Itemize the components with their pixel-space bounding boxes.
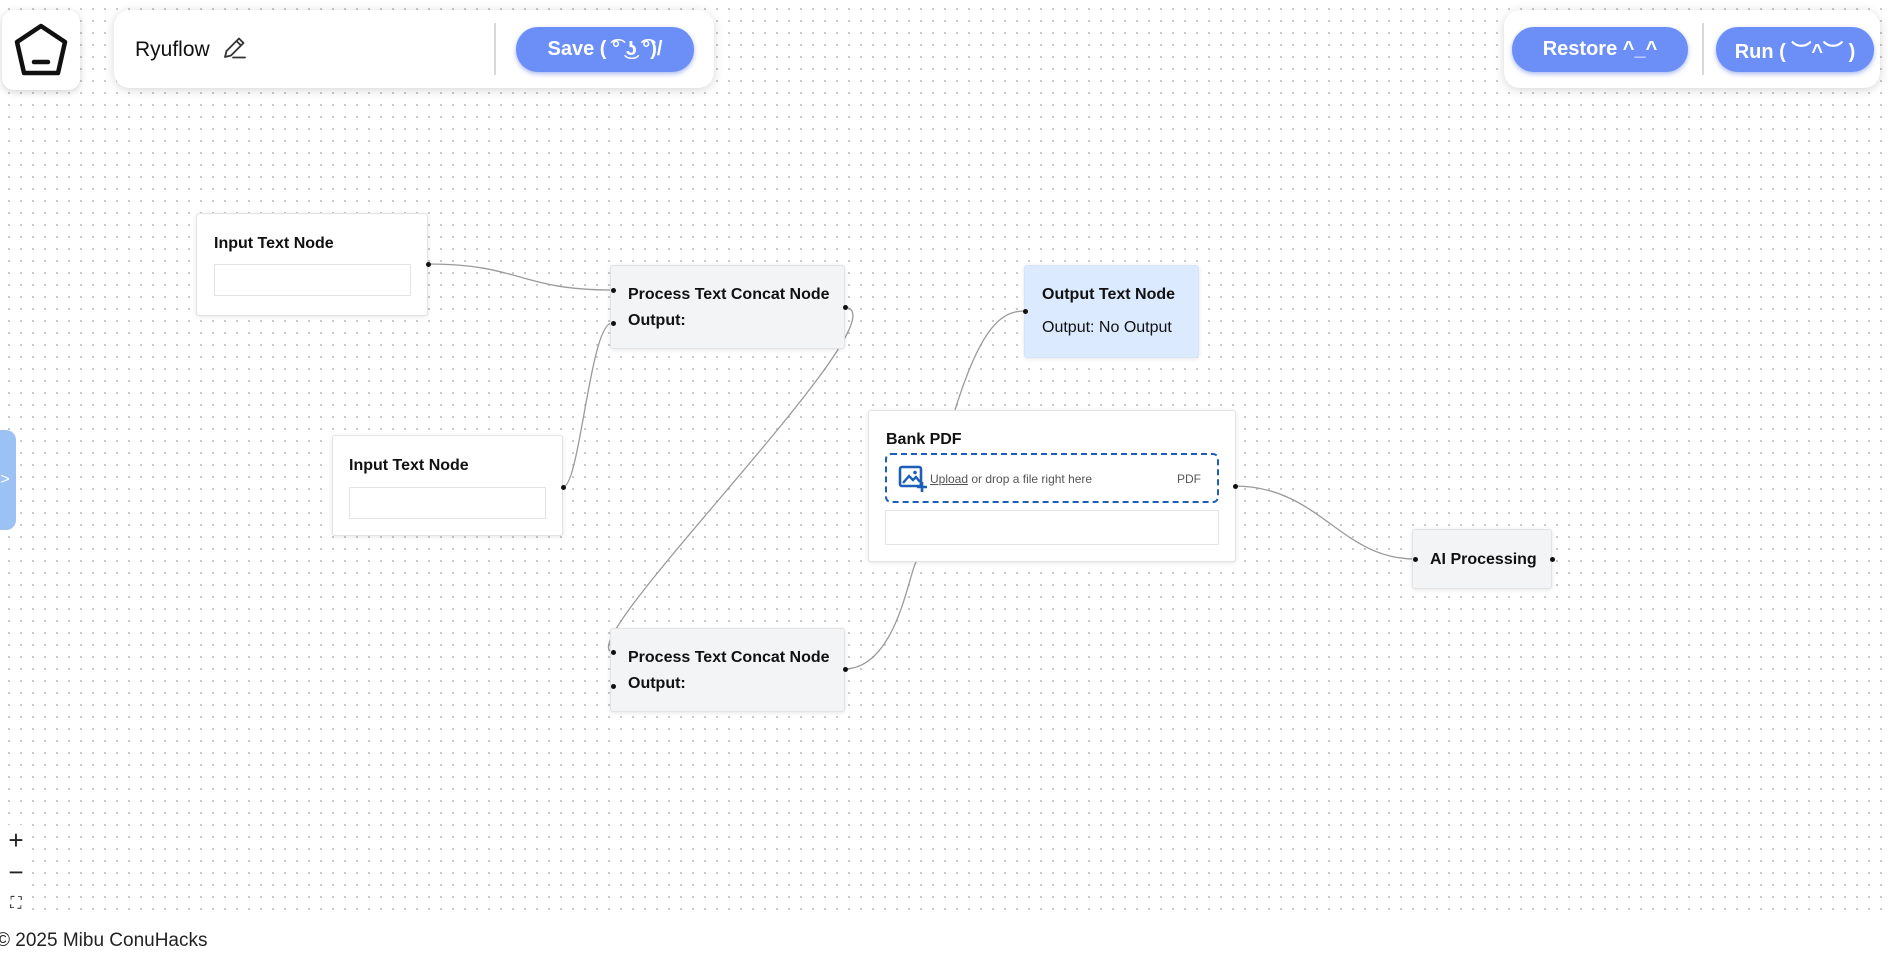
- flow-canvas[interactable]: Input Text Node Input Text Node Process …: [0, 0, 1888, 910]
- input-text-node-2[interactable]: Input Text Node: [332, 435, 563, 536]
- edge-concat2-to-bankpdf: [843, 559, 919, 670]
- output-value: Output: No Output: [1042, 319, 1172, 336]
- upload-link[interactable]: Upload: [930, 472, 969, 486]
- home-icon: [14, 23, 68, 76]
- footer-copyright: © 2025 Mibu ConuHacks: [0, 930, 208, 951]
- concat-node-2[interactable]: Process Text Concat Node Output:: [610, 628, 845, 712]
- source-handle[interactable]: [1232, 483, 1238, 489]
- output-label: Output:: [628, 312, 686, 329]
- source-handle[interactable]: [560, 484, 566, 490]
- sidebar-toggle-label: >: [0, 471, 10, 488]
- node-title: Input Text Node: [349, 457, 469, 474]
- file-dropzone[interactable]: Upload or drop a file right here PDF: [885, 453, 1219, 503]
- restore-button[interactable]: Restore ^_^: [1512, 27, 1688, 72]
- text-input[interactable]: [349, 487, 546, 519]
- target-handle[interactable]: [610, 649, 616, 655]
- edge-bankpdf-to-outputtext: [954, 310, 1025, 411]
- dropzone-hint-text: or drop a file right here: [968, 472, 1093, 486]
- toolbar-divider: [1702, 23, 1704, 75]
- output-text-node[interactable]: Output Text Node Output: No Output: [1024, 265, 1199, 358]
- text-input[interactable]: [214, 264, 411, 296]
- target-handle[interactable]: [610, 287, 616, 293]
- bank-pdf-node[interactable]: Bank PDF Upload or drop a file right her…: [868, 410, 1236, 562]
- node-title: Bank PDF: [886, 431, 962, 448]
- input-text-node-1[interactable]: Input Text Node: [196, 213, 428, 316]
- fit-view-button[interactable]: ⛶: [0, 889, 32, 919]
- sidebar-toggle-button[interactable]: >: [0, 430, 16, 530]
- dropzone-hint: Upload or drop a file right here: [930, 472, 1092, 486]
- run-toolbar: Restore ^_^ Run ( ︶^︶ ): [1504, 10, 1880, 88]
- toolbar-divider: [494, 23, 496, 75]
- source-handle[interactable]: [842, 304, 848, 310]
- run-button[interactable]: Run ( ︶^︶ ): [1716, 27, 1874, 72]
- node-title: AI Processing: [1430, 551, 1537, 568]
- pencil-icon[interactable]: [220, 34, 248, 62]
- node-title: Process Text Concat Node: [628, 286, 830, 303]
- source-handle[interactable]: [842, 666, 848, 672]
- edge-input2-to-concat1: [562, 322, 613, 488]
- concat-node-1[interactable]: Process Text Concat Node Output:: [610, 265, 845, 349]
- target-handle[interactable]: [610, 320, 616, 326]
- flow-name[interactable]: Ryuflow: [135, 38, 210, 61]
- image-upload-icon: [898, 465, 927, 492]
- edge-bankpdf-to-ai: [1233, 485, 1416, 560]
- edge-input1-to-concat1: [427, 263, 613, 291]
- save-button[interactable]: Save ( ͡° ͜ʖ ͡°)/: [516, 27, 694, 72]
- target-handle[interactable]: [1022, 308, 1028, 314]
- node-title: Input Text Node: [214, 235, 334, 252]
- target-handle[interactable]: [610, 683, 616, 689]
- edge-concat1-to-concat2: [608, 306, 854, 653]
- zoom-out-button[interactable]: −: [0, 857, 32, 887]
- file-type-label: PDF: [1177, 472, 1201, 486]
- target-handle[interactable]: [1412, 556, 1418, 562]
- node-title: Process Text Concat Node: [628, 649, 830, 666]
- node-title: Output Text Node: [1042, 286, 1176, 303]
- zoom-in-button[interactable]: +: [0, 825, 32, 855]
- pdf-value-field[interactable]: [885, 510, 1219, 545]
- ai-processing-node[interactable]: AI Processing: [1412, 529, 1552, 589]
- source-handle[interactable]: [425, 261, 431, 267]
- flow-toolbar: Ryuflow Save ( ͡° ͜ʖ ͡°)/: [114, 10, 714, 88]
- source-handle[interactable]: [1549, 556, 1555, 562]
- home-button[interactable]: [2, 10, 80, 90]
- output-label: Output:: [628, 675, 686, 692]
